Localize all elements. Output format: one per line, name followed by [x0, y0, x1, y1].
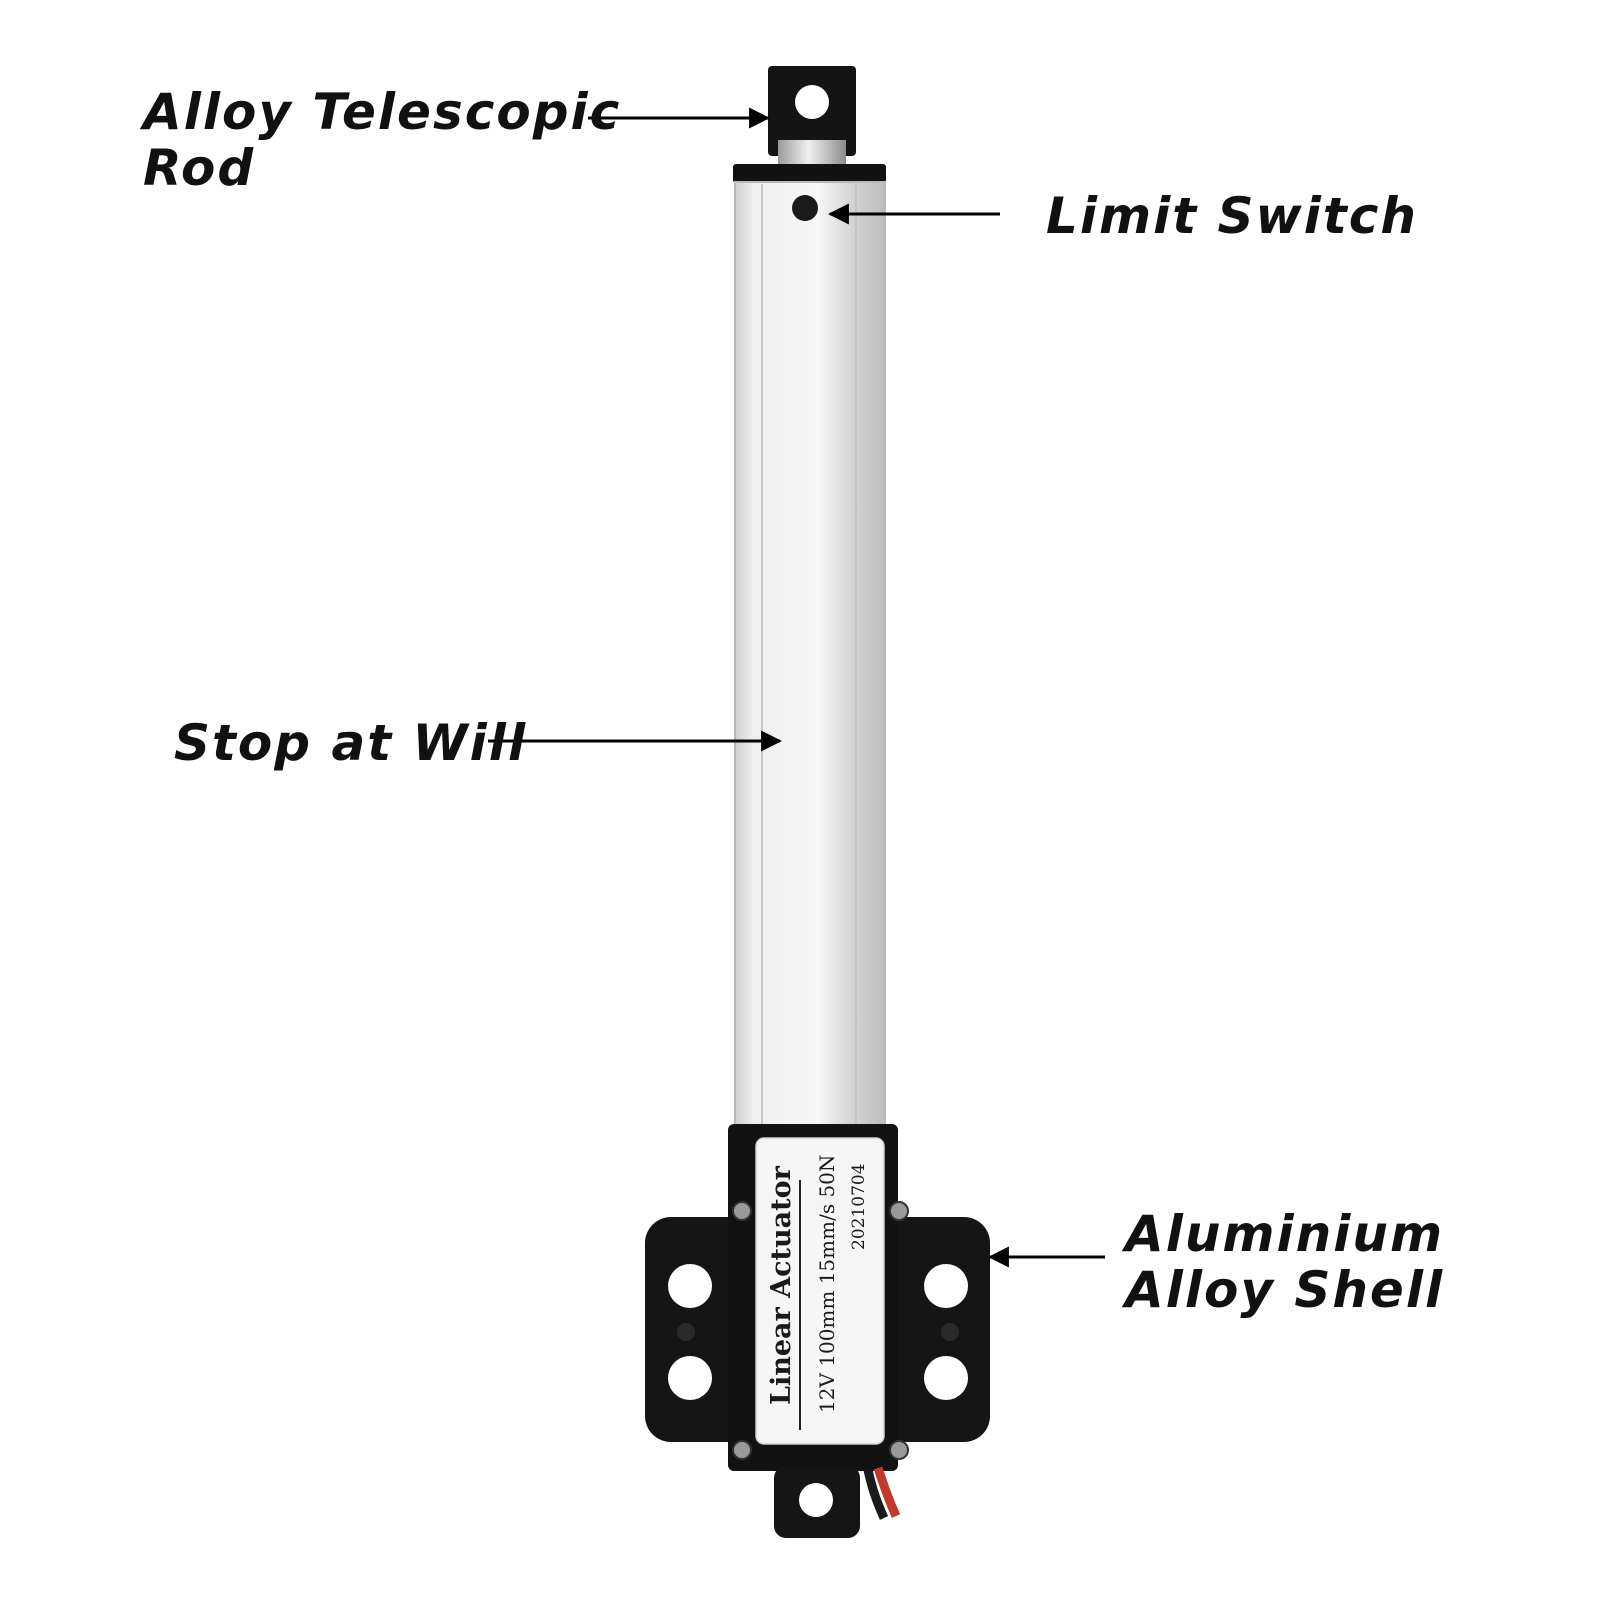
limit-switch-indicator — [792, 195, 818, 221]
housing-screws — [732, 1201, 909, 1460]
nameplate — [755, 1137, 885, 1445]
callout-rod-line-1: Alloy Telescopic — [143, 83, 622, 141]
telescopic-rod — [778, 140, 846, 168]
power-wires — [863, 1466, 901, 1520]
tube-top-cap — [733, 164, 886, 183]
callout-shell-line-1: Aluminium — [1125, 1205, 1445, 1263]
rod-end-clevis — [768, 66, 856, 156]
callout-alloy-telescopic-rod: Alloy Telescopic Rod — [143, 84, 621, 196]
callout-rod-line-2: Rod — [143, 139, 256, 197]
callout-stop-at-will: Stop at Will — [174, 714, 528, 772]
callout-limit-switch: Limit Switch — [1046, 187, 1419, 245]
bottom-clevis — [774, 1466, 860, 1538]
callout-aluminium-alloy-shell: Aluminium Alloy Shell — [1125, 1206, 1444, 1318]
callout-shell-line-2: Alloy Shell — [1125, 1261, 1445, 1319]
aluminium-tube — [734, 181, 886, 1128]
